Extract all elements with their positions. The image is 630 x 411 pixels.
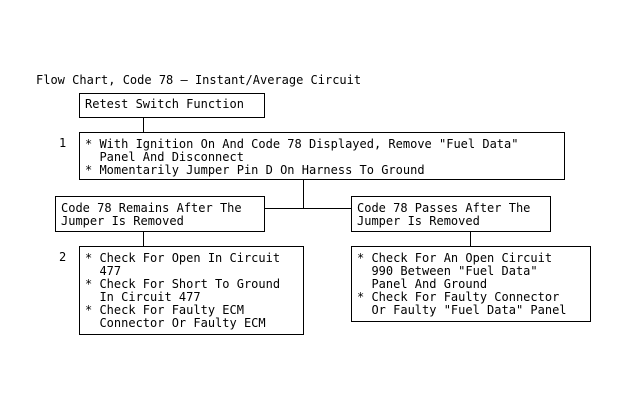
passes-line-2: Jumper Is Removed (357, 214, 480, 228)
step2-right-line-5: Or Faulty "Fuel Data" Panel (357, 303, 567, 317)
step2-left-line-6: Connector Or Faulty ECM (85, 316, 266, 330)
step2-right-box: * Check For An Open Circuit 990 Between … (351, 246, 591, 322)
connector-remains-step2 (143, 232, 144, 246)
step1-line-2: Panel And Disconnect (85, 150, 244, 164)
step2-left-line-4: In Circuit 477 (85, 290, 201, 304)
step1-line-1: * With Ignition On And Code 78 Displayed… (85, 137, 519, 151)
remains-line-2: Jumper Is Removed (61, 214, 184, 228)
retest-box: Retest Switch Function (79, 93, 265, 118)
passes-line-1: Code 78 Passes After The (357, 201, 531, 215)
retest-line: Retest Switch Function (85, 97, 244, 111)
connector-step1-branch-vertical (303, 180, 304, 208)
step1-box: * With Ignition On And Code 78 Displayed… (79, 132, 565, 180)
diagram-title: Flow Chart, Code 78 – Instant/Average Ci… (36, 73, 362, 87)
step2-left-line-3: * Check For Short To Ground (85, 277, 281, 291)
step-number-1: 1 (59, 136, 67, 150)
connector-retest-step1 (143, 118, 144, 132)
step2-right-line-2: 990 Between "Fuel Data" (357, 264, 538, 278)
step2-left-line-5: * Check For Faulty ECM (85, 303, 244, 317)
connector-branch-horizontal (264, 208, 352, 209)
connector-passes-step2 (470, 232, 471, 246)
remains-line-1: Code 78 Remains After The (61, 201, 242, 215)
step1-line-3: * Momentarily Jumper Pin D On Harness To… (85, 163, 425, 177)
remains-box: Code 78 Remains After The Jumper Is Remo… (55, 196, 265, 232)
passes-box: Code 78 Passes After The Jumper Is Remov… (351, 196, 551, 232)
step2-left-box: * Check For Open In Circuit 477 * Check … (79, 246, 304, 335)
step2-right-line-4: * Check For Faulty Connector (357, 290, 560, 304)
step2-left-line-1: * Check For Open In Circuit (85, 251, 281, 265)
step2-right-line-1: * Check For An Open Circuit (357, 251, 553, 265)
step-number-2: 2 (59, 250, 67, 264)
step2-right-line-3: Panel And Ground (357, 277, 488, 291)
step2-left-line-2: 477 (85, 264, 122, 278)
